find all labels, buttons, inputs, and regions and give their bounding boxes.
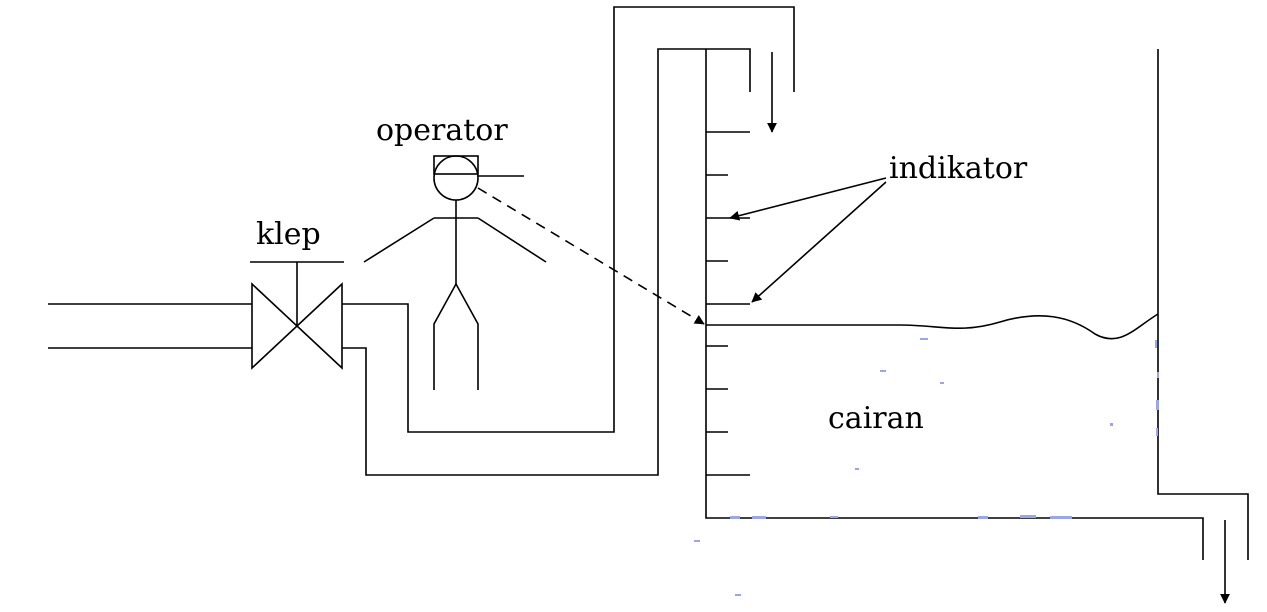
sight-line (477, 187, 705, 325)
operator-figure (363, 155, 547, 390)
tank (705, 49, 1249, 560)
liquid-surface (706, 313, 1159, 340)
indicator-arrow-lower (751, 181, 887, 303)
connecting-pipe (342, 6, 795, 476)
valve-label: klep (256, 217, 321, 252)
valve (250, 261, 344, 370)
indicator-label: indikator (889, 151, 1028, 186)
level-scale (706, 131, 750, 476)
indicator-arrow-upper (729, 177, 887, 221)
speckles (694, 338, 1159, 596)
liquid-label: cairan (828, 401, 924, 436)
operator-label: operator (376, 113, 508, 148)
inlet-pipe (48, 303, 252, 349)
